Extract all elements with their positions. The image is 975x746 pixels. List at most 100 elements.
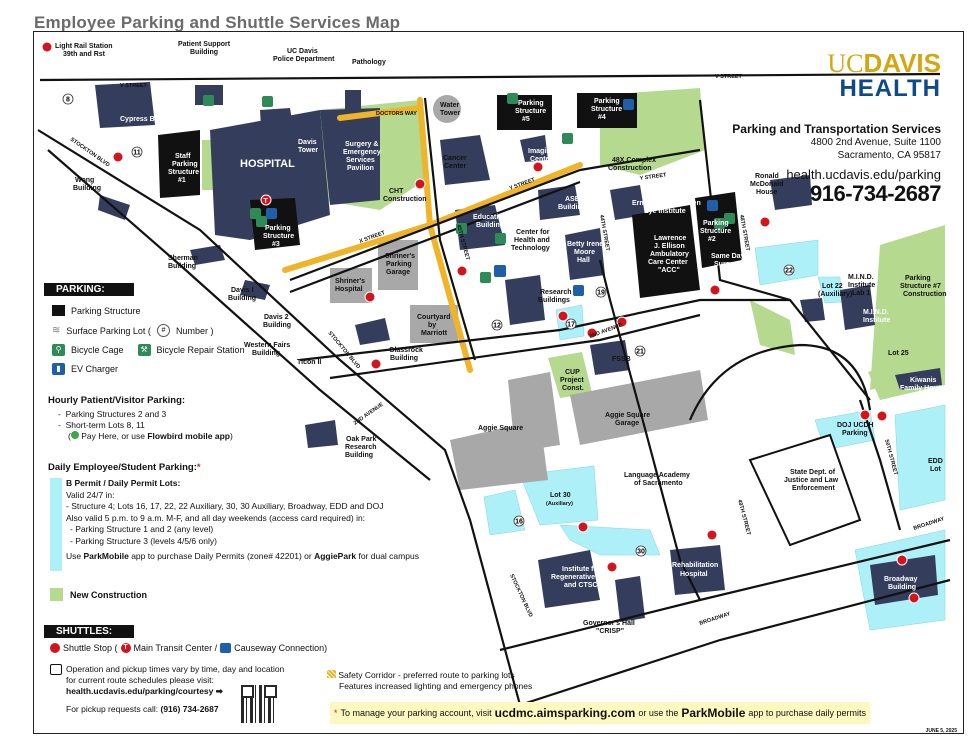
- svg-text:#2: #2: [708, 236, 716, 243]
- svg-text:Ambulatory: Ambulatory: [650, 251, 689, 258]
- svg-text:Tower: Tower: [440, 110, 460, 117]
- shuttle-stop: [370, 358, 382, 370]
- bicycle-cage-icon: ⚲: [52, 344, 65, 356]
- svg-text:Hospital: Hospital: [335, 286, 363, 293]
- governors-hall: [615, 576, 645, 622]
- svg-text:Regenerative Cures: Regenerative Cures: [551, 574, 617, 581]
- svg-text:Parking: Parking: [172, 161, 198, 168]
- svg-text:Building: Building: [390, 355, 418, 362]
- lot-badge-11: 11: [131, 146, 143, 158]
- map-frame: [33, 31, 964, 734]
- office-address-line1: 4800 2nd Avenue, Suite 1100: [810, 137, 941, 148]
- flowbird-app-link[interactable]: Flowbird mobile app: [147, 431, 230, 441]
- svg-text:Davis: Davis: [298, 139, 317, 146]
- office-address-line2: Sacramento, CA 95817: [837, 150, 941, 161]
- svg-text:Lawrence: Lawrence: [654, 235, 686, 242]
- svg-text:22: 22: [785, 268, 793, 275]
- shuttle-stop: [709, 284, 721, 296]
- shuttles-section-header: SHUTTLES:: [44, 625, 134, 638]
- parkmobile-app-link[interactable]: ParkMobile: [681, 706, 746, 720]
- shuttle-stop: [112, 151, 124, 163]
- svg-text:Research: Research: [345, 444, 377, 451]
- svg-text:Tower: Tower: [298, 147, 318, 154]
- svg-text:Building: Building: [190, 49, 218, 56]
- svg-text:Parking: Parking: [905, 275, 931, 282]
- b-permit-also: Also valid 5 p.m. to 9 a.m. M-F, and all…: [66, 512, 366, 523]
- svg-text:Parking: Parking: [842, 430, 868, 437]
- svg-text:Same Day: Same Day: [711, 253, 745, 260]
- svg-text:M.I.N.D.: M.I.N.D.: [848, 274, 874, 281]
- surface-lot-icon: ≋: [52, 325, 61, 336]
- svg-text:Oak Park: Oak Park: [346, 436, 376, 443]
- svg-text:49TH STREET: 49TH STREET: [736, 499, 751, 537]
- svg-text:Garage: Garage: [386, 269, 410, 276]
- svg-text:2ND AVENUE: 2ND AVENUE: [353, 402, 385, 427]
- courtesy-url-link[interactable]: health.ucdavis.edu/parking/courtesy ➡: [66, 686, 223, 697]
- svg-text:Building: Building: [345, 452, 373, 459]
- svg-text:Structure: Structure: [515, 108, 546, 115]
- office-name: Parking and Transportation Services: [732, 122, 941, 136]
- svg-text:Kiwanis: Kiwanis: [910, 377, 937, 384]
- shuttle-stop: [577, 521, 589, 533]
- pathology: [345, 90, 361, 110]
- svg-text:Courtyard: Courtyard: [417, 314, 450, 321]
- svg-text:by: by: [428, 322, 436, 329]
- svg-text:FSSB: FSSB: [612, 356, 631, 363]
- svg-text:Justice and Law: Justice and Law: [784, 477, 839, 484]
- svg-text:Garage: Garage: [615, 420, 639, 427]
- safety-corridor-swatch: [327, 670, 336, 678]
- svg-text:CHT: CHT: [389, 188, 404, 195]
- rehab-hospital: [670, 545, 725, 595]
- ev-charger-icons: [266, 99, 718, 296]
- shuttle-stops[interactable]: [41, 41, 920, 604]
- office-website-link[interactable]: health.ucdavis.edu/parking: [786, 167, 941, 182]
- cup-area: [548, 352, 592, 398]
- map-title: Employee Parking and Shuttle Services Ma…: [34, 13, 401, 32]
- svg-text:Cancer: Cancer: [443, 155, 467, 162]
- new-construction-label: New Construction: [70, 590, 148, 600]
- betty-moore-hall: [565, 228, 605, 280]
- svg-text:Pavilion: Pavilion: [347, 165, 374, 172]
- lot-badge-30: 30: [635, 545, 647, 557]
- parking-structure-3: [250, 198, 300, 250]
- tschannen-eye: [610, 185, 645, 220]
- parking-structure-4: [577, 93, 637, 128]
- svg-text:Structure #7: Structure #7: [900, 283, 941, 290]
- causeway-bus-icon[interactable]: [494, 265, 506, 277]
- main-transit-center-icon[interactable]: T: [260, 194, 272, 206]
- parkmobile-link[interactable]: ParkMobile: [83, 551, 129, 561]
- svg-text:Aggie Square: Aggie Square: [478, 425, 523, 432]
- svg-text:Sherman: Sherman: [168, 255, 198, 262]
- safety-corridor-legend: Safety Corridor - preferred route to par…: [327, 670, 532, 692]
- legend-label: Main Transit Center /: [133, 643, 218, 653]
- svg-text:Structure: Structure: [700, 228, 731, 235]
- office-phone[interactable]: 916-734-2687: [809, 181, 942, 206]
- safety-corridor: [282, 97, 583, 373]
- svg-text:Parking: Parking: [386, 261, 412, 268]
- legend-label: Surface Parking Lot (: [66, 325, 151, 336]
- svg-text:Structure: Structure: [168, 169, 199, 176]
- svg-text:Institute: Institute: [863, 317, 890, 324]
- svg-text:Ernest E. Tschannen: Ernest E. Tschannen: [632, 200, 701, 207]
- svg-text:DOCTORS WAY: DOCTORS WAY: [376, 111, 417, 117]
- qr-code[interactable]: [241, 685, 277, 723]
- surgery-pavilion: [320, 108, 380, 205]
- aimsparking-link[interactable]: ucdmc.aimsparking.com: [494, 706, 636, 720]
- svg-text:17: 17: [567, 322, 575, 329]
- svg-text:Building: Building: [73, 185, 101, 192]
- legend-shuttle: Shuttle Stop ( T Main Transit Center / C…: [50, 643, 327, 653]
- legend-label: Shuttle Stop (: [63, 643, 118, 653]
- svg-text:Surgery &: Surgery &: [345, 141, 378, 148]
- svg-text:30: 30: [637, 549, 645, 556]
- cypress-building: [95, 82, 155, 128]
- ev-charger-icon: ▮: [52, 363, 65, 375]
- svg-text:Const.: Const.: [562, 385, 584, 392]
- svg-text:(Auxiliary): (Auxiliary): [546, 501, 573, 507]
- parking-structure-5: [497, 95, 552, 130]
- legend-ev-charger: ▮ EV Charger: [52, 363, 118, 375]
- svg-text:T: T: [264, 198, 269, 205]
- ucdavis-health-logo: UCDAVIS HEALTH: [827, 50, 941, 101]
- svg-text:19: 19: [597, 290, 605, 297]
- aggiepark-link[interactable]: AggiePark: [314, 551, 357, 561]
